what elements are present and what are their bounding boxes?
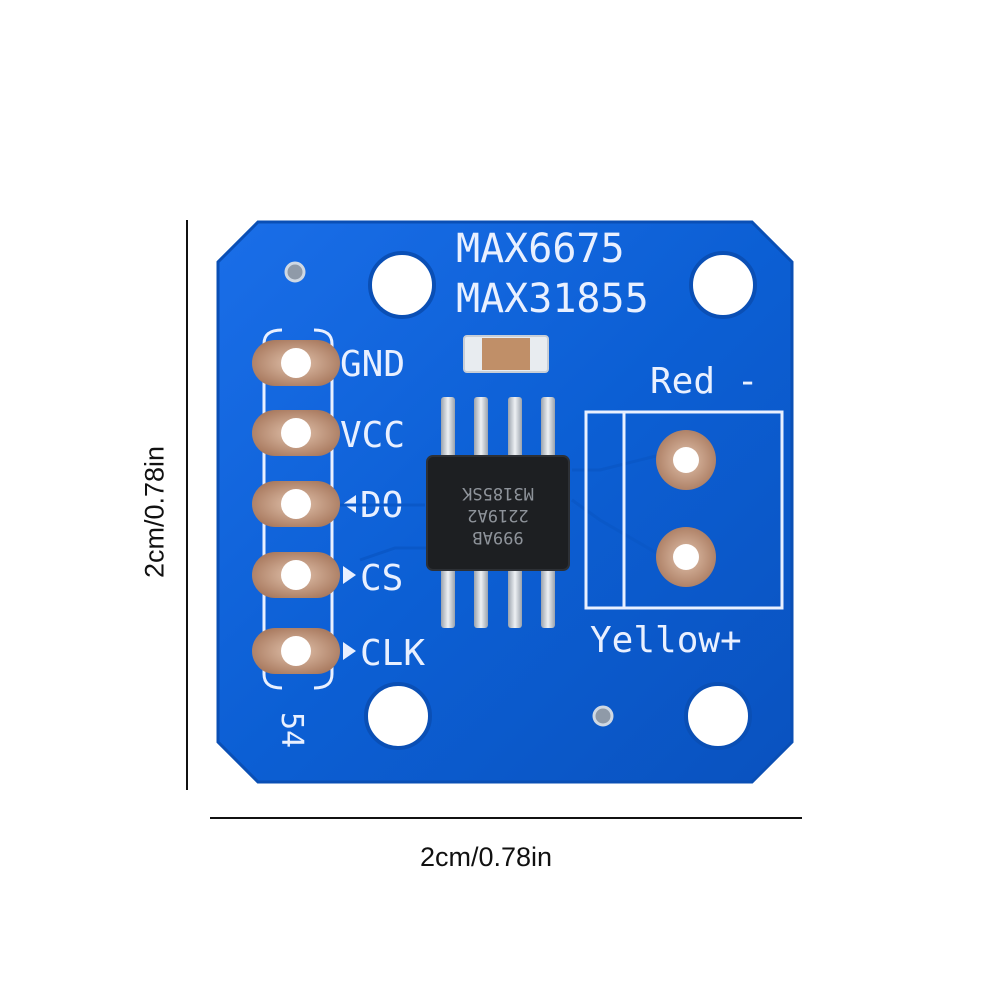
thermocouple-pos-label: Yellow+ xyxy=(590,620,742,661)
pin-label-clk: CLK xyxy=(360,633,425,674)
clk-direction-arrow xyxy=(343,642,356,660)
pin-label-cs: CS xyxy=(360,558,403,599)
height-dimension-label: 2cm/0.78in xyxy=(139,445,170,579)
thermocouple-pad-red xyxy=(656,430,716,490)
via xyxy=(284,261,306,283)
mounting-hole xyxy=(689,251,757,319)
capacitor xyxy=(463,335,549,373)
board-number: 54 xyxy=(274,712,309,748)
thermocouple-neg-label: Red - xyxy=(650,361,758,402)
mounting-hole xyxy=(684,682,752,750)
pin-label-gnd: GND xyxy=(340,344,405,385)
svg-text:999AB: 999AB xyxy=(472,527,523,547)
via xyxy=(592,705,614,727)
svg-text:2219A2: 2219A2 xyxy=(467,505,528,525)
width-dimension-label: 2cm/0.78in xyxy=(420,842,553,872)
board-title-max6675: MAX6675 xyxy=(456,226,625,272)
board-title-max31855: MAX31855 xyxy=(456,276,649,322)
svg-text:M3185SK: M3185SK xyxy=(461,483,533,503)
ic-pins-top xyxy=(441,397,555,459)
thermocouple-connector-outline xyxy=(584,410,784,610)
pin-pads xyxy=(252,340,340,674)
ic-chip-marking: 999AB 2219A2 M3185SK xyxy=(461,483,533,547)
mounting-hole xyxy=(364,682,432,750)
ic-pins-bottom xyxy=(441,566,555,628)
pin-label-vcc: VCC xyxy=(340,415,405,456)
ic-chip-body xyxy=(426,455,570,571)
mounting-hole xyxy=(368,251,436,319)
cs-direction-arrow xyxy=(343,566,356,584)
traces xyxy=(340,453,661,562)
thermocouple-pad-yellow xyxy=(656,527,716,587)
